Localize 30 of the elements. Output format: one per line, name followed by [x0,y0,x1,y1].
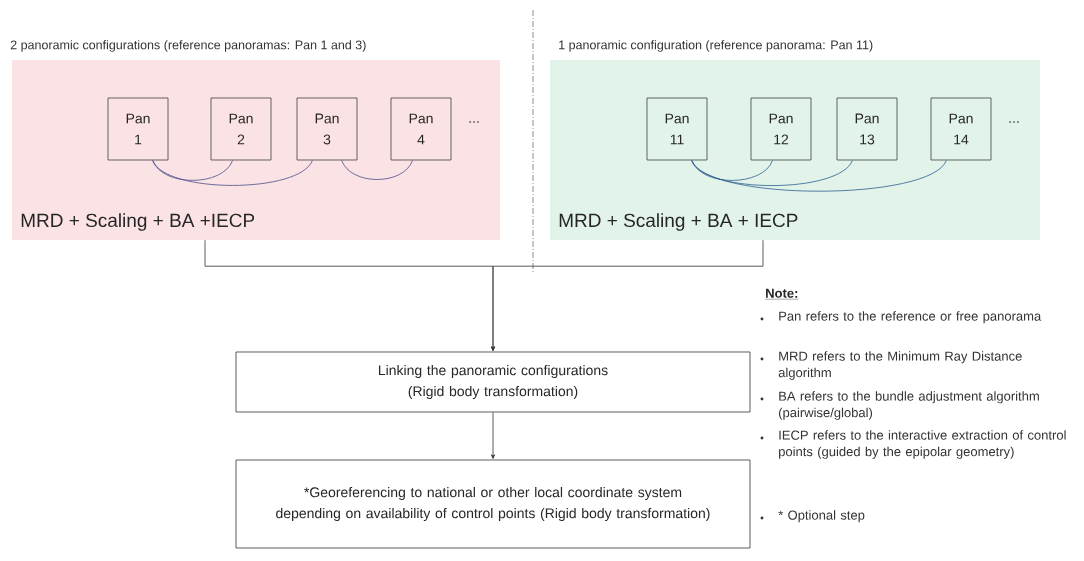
panorama-box: Pan 1 [107,97,169,161]
method-text: MRD + Scaling + BA + IECP [559,213,798,231]
panorama-box: Pan 14 [930,97,992,161]
arrow [491,239,764,351]
arc-connector [152,160,233,181]
note-item: BA refers to the bundle adjustment algorithm (pairwise/global) [779,391,1039,420]
panorama-box: Pan 11 [646,97,708,161]
process-box: *Georeferencing to national or other local coordinate system depending on availability of control points (Rigid body transformation) [235,459,751,549]
note-item: IECP refers to the interactive extraction of control points (guided by the epipolar geometry) [779,430,1066,459]
note-heading: Note: [765,288,799,300]
method-text: MRD + Scaling + BA +IECP [21,213,255,231]
note-item: * Optional step [778,510,865,523]
panorama-box: Pan 2 [210,97,272,161]
arrow [491,412,495,459]
arc-connector [152,160,313,186]
panorama-box: Pan 13 [836,97,898,161]
ellipsis: ... [1009,121,1019,123]
panel-heading: 1 panoramic configuration (reference panorama: Pan 11) [559,40,873,52]
note-item: MRD refers to the Minimum Ray Distance algorithm [778,351,1022,380]
process-box: Linking the panoramic configurations (Rigid body transformation) [235,351,751,413]
arc-connector [691,160,853,186]
arc-connector [691,160,947,192]
panel-heading: 2 panoramic configurations (reference panoramas: Pan 1 and 3) [10,40,366,52]
note-item: Pan refers to the reference or free panorama [779,311,1042,324]
panorama-box: Pan 12 [750,97,812,161]
ellipsis: ... [469,121,479,123]
arc-connector [341,160,413,180]
panorama-box: Pan 4 [390,97,452,161]
panorama-box: Pan 3 [296,97,358,161]
arc-connector [691,160,773,181]
